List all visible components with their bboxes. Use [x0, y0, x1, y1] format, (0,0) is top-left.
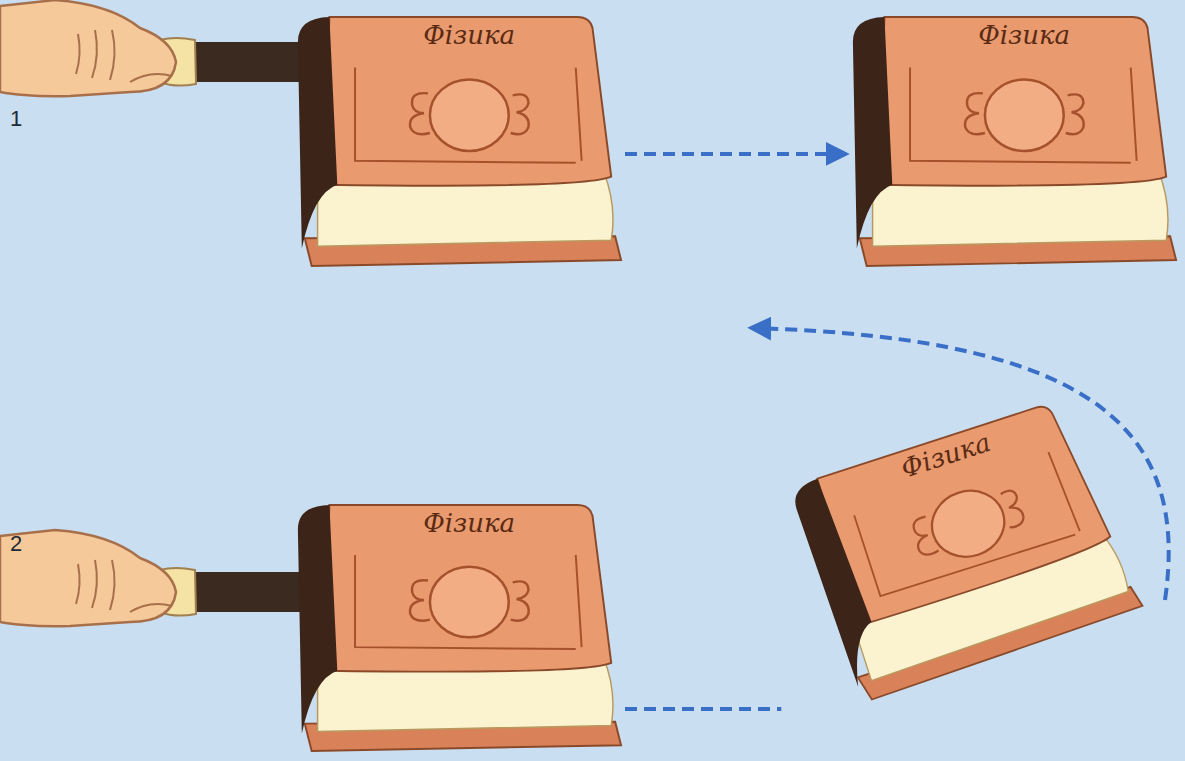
hand: [0, 0, 176, 96]
cover-circle: [430, 567, 509, 638]
cover-circle: [430, 79, 509, 150]
front-cover: [879, 17, 1167, 186]
cover-frame: [910, 68, 1137, 163]
cover-frame: [854, 450, 1080, 597]
book-spine: [853, 17, 892, 248]
book: Фізика: [781, 390, 1148, 709]
book-title: Фізика: [423, 509, 515, 538]
cover-ornament: [1066, 94, 1084, 134]
book-title: Фізика: [978, 21, 1070, 50]
cover-circle: [923, 482, 1012, 566]
hand: [0, 530, 176, 626]
book-illustration: [290, 12, 625, 270]
brush-handle: [188, 42, 303, 82]
book-title: Фізика: [423, 21, 515, 50]
callout-number: 1: [10, 108, 22, 130]
cover-ornament: [511, 581, 529, 620]
cover-ornament: [410, 580, 430, 621]
dashed-arrow: [625, 707, 781, 711]
cover-frame: [355, 68, 582, 163]
book: Фізика: [845, 12, 1180, 270]
front-cover: [324, 505, 612, 672]
cover-ornament: [999, 489, 1026, 529]
book: Фізика: [290, 500, 625, 755]
cover-frame: [355, 555, 582, 649]
book-spine: [790, 476, 890, 688]
cover-ornament: [511, 94, 529, 134]
book-illustration: [845, 12, 1180, 270]
book-illustration: [290, 500, 625, 755]
callout-number: 2: [10, 533, 22, 555]
hand-with-brush: [0, 530, 303, 626]
book-spine: [298, 17, 337, 248]
hand-with-brush: [0, 0, 303, 96]
front-cover: [324, 17, 612, 186]
cover-ornament: [910, 516, 939, 557]
book-spine: [298, 505, 337, 734]
finger-lines: [76, 560, 172, 612]
cover-ornament: [410, 93, 430, 134]
cover-circle: [985, 79, 1064, 150]
dashed-arrow: [625, 152, 845, 156]
book: Фізика: [290, 12, 625, 270]
brush-handle: [188, 572, 303, 612]
finger-lines: [76, 30, 172, 82]
cover-ornament: [965, 93, 985, 134]
